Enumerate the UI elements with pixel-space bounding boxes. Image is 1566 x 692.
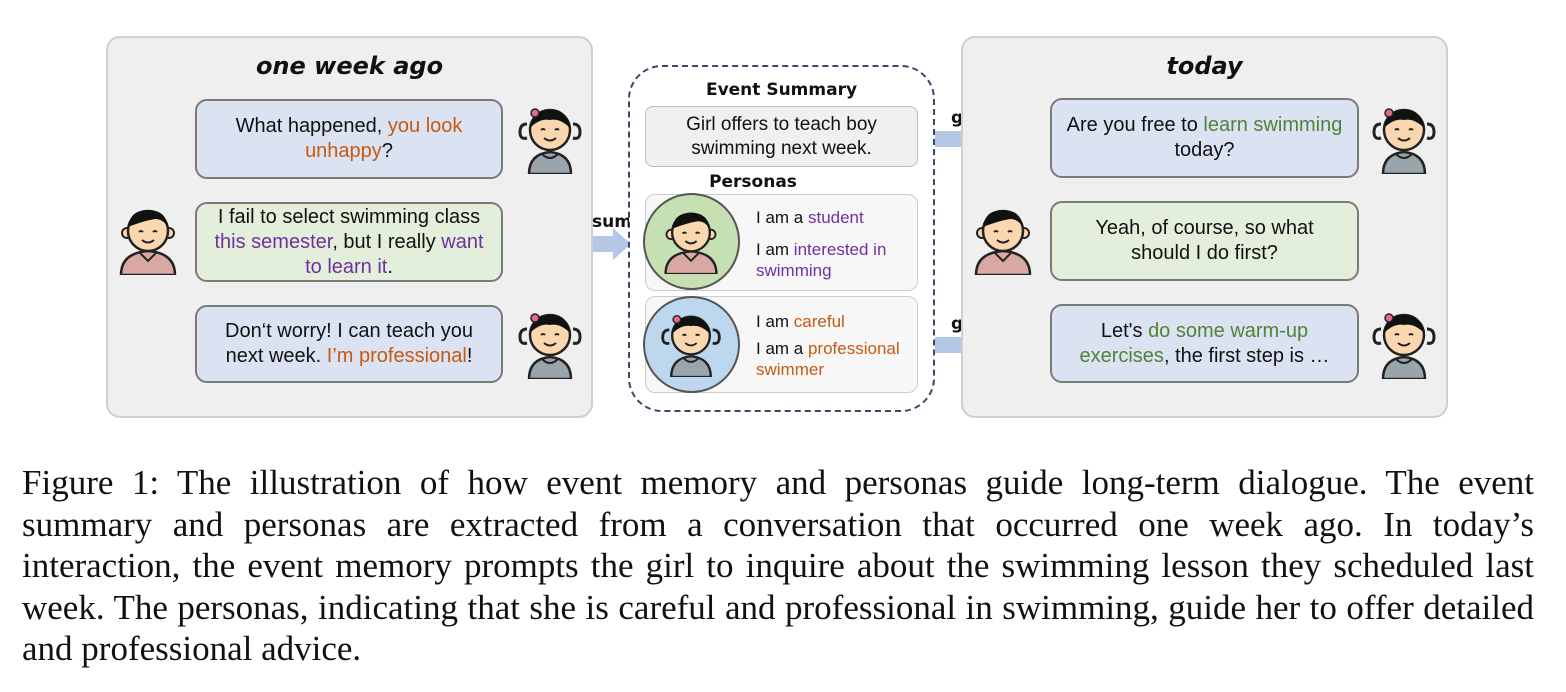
dialogue-bubble-girl-1: What happened, you look unhappy? bbox=[195, 99, 503, 179]
girl-avatar-icon bbox=[1369, 104, 1439, 174]
girl-avatar-icon bbox=[658, 311, 724, 377]
boy-avatar-icon bbox=[658, 208, 724, 274]
girl-avatar-icon bbox=[515, 309, 585, 379]
dialogue-bubble-boy-2: Yeah, of course, so what should I do fir… bbox=[1050, 201, 1359, 281]
persona-line: I am careful bbox=[756, 312, 845, 331]
summarize-arrow-icon bbox=[593, 228, 631, 260]
persona-line: I am a student bbox=[756, 208, 864, 227]
panel-title: today bbox=[1166, 52, 1243, 80]
figure-caption: Figure 1: The illustration of how event … bbox=[22, 463, 1534, 668]
girl-avatar-icon bbox=[1369, 309, 1439, 379]
event-summary-box: Girl offers to teach boy swimming next w… bbox=[645, 106, 918, 167]
dialogue-bubble-girl-4: Let's do some warm-up exercises, the fir… bbox=[1050, 304, 1359, 383]
girl-avatar-icon bbox=[515, 104, 585, 174]
dialogue-bubble-boy-1: I fail to select swimming class this sem… bbox=[195, 202, 503, 282]
personas-heading: Personas bbox=[709, 172, 797, 192]
summarize-label: summarize bbox=[592, 212, 629, 232]
panel-title: one week ago bbox=[255, 52, 444, 80]
dialogue-bubble-girl-3: Are you free to learn swimming today? bbox=[1050, 98, 1359, 178]
event-summary-heading: Event Summary bbox=[705, 80, 858, 100]
persona-line: I am interested in swimming bbox=[756, 240, 887, 280]
persona-line: I am a professional swimmer bbox=[756, 339, 900, 379]
boy-avatar-icon bbox=[113, 205, 183, 275]
dialogue-bubble-girl-2: Don‘t worry! I can teach you next week. … bbox=[195, 305, 503, 383]
boy-avatar-icon bbox=[968, 205, 1038, 275]
